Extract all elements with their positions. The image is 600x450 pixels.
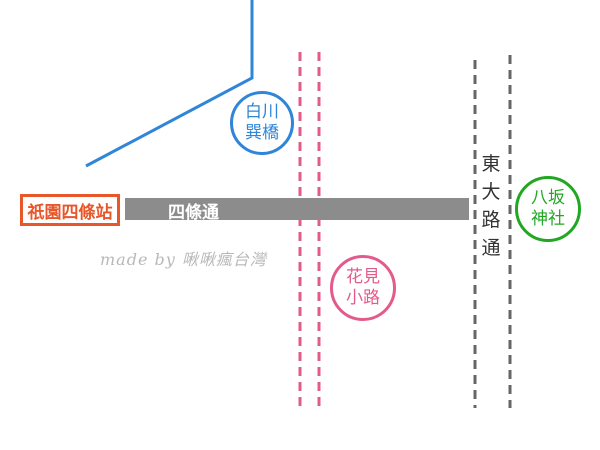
shirakawa-tatsumi-bashi-marker: 白川 巽橋 xyxy=(230,91,294,155)
higashioji-char-3: 路 xyxy=(481,209,501,231)
yasaka-label-line2: 神社 xyxy=(531,209,565,229)
hanami-label-line2: 小路 xyxy=(346,288,380,308)
shijo-street-bar xyxy=(125,198,469,220)
gion-shijo-station-label: 祇園四條站 xyxy=(20,194,120,226)
hanami-label-line1: 花見 xyxy=(346,267,380,287)
yasaka-shrine-marker: 八坂 神社 xyxy=(515,176,581,242)
higashioji-char-2: 大 xyxy=(481,181,501,203)
higashioji-char-1: 東 xyxy=(481,153,501,175)
yasaka-label-line1: 八坂 xyxy=(531,188,565,208)
credit-watermark: made by 啾啾瘋台灣 xyxy=(100,250,267,269)
shirakawa-label-line2: 巽橋 xyxy=(245,123,279,143)
shirakawa-label-line1: 白川 xyxy=(245,102,279,122)
higashioji-street-label: 東 大 路 通 xyxy=(478,150,504,262)
shijo-street-label: 四條通 xyxy=(168,203,219,223)
shirakawa-river xyxy=(85,0,254,168)
higashioji-char-4: 通 xyxy=(481,237,501,259)
hanamikoji-marker: 花見 小路 xyxy=(330,255,396,321)
